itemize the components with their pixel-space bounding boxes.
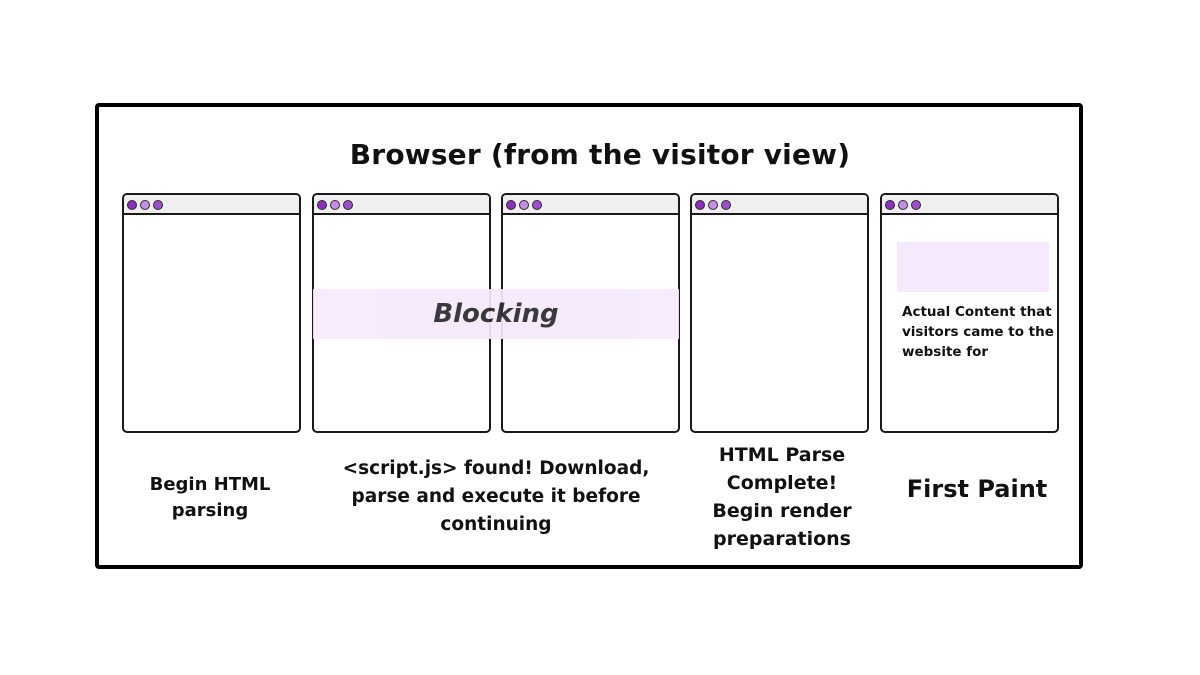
blocking-banner: Blocking — [313, 289, 679, 339]
window-dot-icon — [343, 200, 353, 210]
blocking-label: Blocking — [433, 299, 559, 329]
window-dot-icon — [532, 200, 542, 210]
caption-script-found: <script.js> found! Download, parse and e… — [342, 458, 650, 535]
window-title-bar — [692, 195, 867, 215]
actual-content-text: Actual Content that visitors came to the… — [902, 304, 1054, 360]
window-dot-icon — [506, 200, 516, 210]
window-dot-icon — [721, 200, 731, 210]
window-title-bar — [314, 195, 489, 215]
window-dot-icon — [695, 200, 705, 210]
window-dot-icon — [885, 200, 895, 210]
window-dot-icon — [330, 200, 340, 210]
window-dot-icon — [317, 200, 327, 210]
window-dot-icon — [140, 200, 150, 210]
caption-first-paint: First Paint — [906, 475, 1048, 503]
caption-begin-parsing: Begin HTML parsing — [149, 474, 271, 521]
window-dot-icon — [708, 200, 718, 210]
window-dot-icon — [519, 200, 529, 210]
browser-window-1 — [122, 193, 301, 433]
window-dot-icon — [911, 200, 921, 210]
window-dot-icon — [153, 200, 163, 210]
window-dot-icon — [898, 200, 908, 210]
window-title-bar — [124, 195, 299, 215]
browser-window-4 — [690, 193, 869, 433]
caption-parse-complete: HTML Parse Complete! Begin render prepar… — [712, 444, 852, 550]
window-dot-icon — [127, 200, 137, 210]
window-title-bar — [882, 195, 1057, 215]
content-placeholder-block — [897, 242, 1049, 292]
window-title-bar — [503, 195, 678, 215]
browser-window-5 — [880, 193, 1059, 433]
diagram-title: Browser (from the visitor view) — [349, 138, 851, 171]
